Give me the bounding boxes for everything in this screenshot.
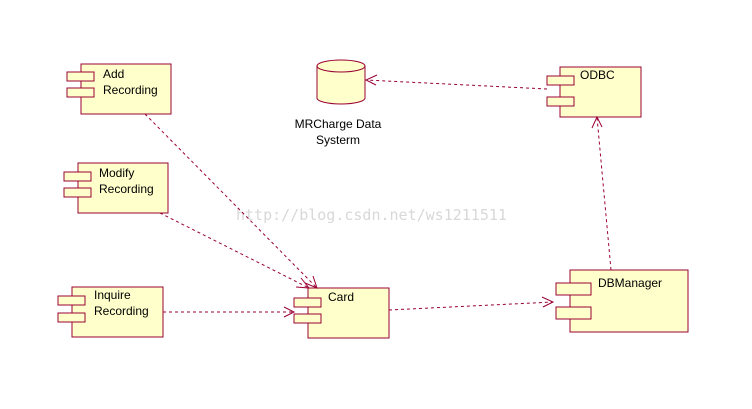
component-tab-bottom <box>66 87 95 98</box>
dependency-arrowhead <box>591 115 603 129</box>
component-body <box>569 269 689 333</box>
component-body <box>307 287 390 339</box>
dependency-add-to-card <box>144 113 318 289</box>
component-tab-bottom <box>293 313 322 324</box>
dependency-modify-to-card <box>159 212 311 289</box>
component-tab-bottom <box>546 96 575 107</box>
component-label: ODBC <box>580 68 615 82</box>
component-label-line2: Recording <box>94 304 149 318</box>
component-tab-top <box>57 295 86 306</box>
dependency-line <box>365 79 548 90</box>
watermark: http://blog.csdn.net/ws1211511 <box>236 206 507 224</box>
dependency-line <box>144 113 318 289</box>
dependency-line <box>159 212 310 289</box>
dependency-line <box>596 116 612 271</box>
dependency-arrowhead <box>295 277 311 289</box>
component-tab-top <box>555 282 592 296</box>
component-inquire-recording[interactable]: Inquire Recording <box>57 286 164 338</box>
component-label: DBManager <box>598 276 662 290</box>
database-label-line1: MRCharge Data <box>295 117 382 131</box>
component-tab-bottom <box>555 306 592 320</box>
dependency-odbc-to-database <box>364 74 548 90</box>
database-cylinder-top <box>316 59 366 73</box>
component-tab-bottom <box>63 187 92 198</box>
component-tab-top <box>546 75 575 86</box>
dependency-line <box>388 301 554 311</box>
database-label-line2: Systerm <box>316 133 360 147</box>
component-tab-bottom <box>57 312 86 323</box>
dependency-inquire-to-card <box>163 306 296 318</box>
component-body <box>559 66 642 118</box>
database-mrcharge[interactable]: MRCharge Data Systerm <box>295 59 382 147</box>
component-body <box>77 162 169 214</box>
component-label-line1: Add <box>103 67 124 81</box>
component-add-recording[interactable]: Add Recording <box>66 63 172 115</box>
component-label-line2: Recording <box>99 182 154 196</box>
component-body <box>71 286 164 338</box>
component-tab-top <box>63 171 92 182</box>
component-modify-recording[interactable]: Modify Recording <box>63 162 169 214</box>
dependency-arrowhead <box>541 296 555 308</box>
database-cylinder-body <box>316 66 366 105</box>
component-card[interactable]: Card <box>293 287 390 339</box>
dependency-card-to-dbmanager <box>388 296 555 311</box>
component-tab-top <box>66 71 95 82</box>
dependency-arrowhead <box>283 306 296 318</box>
component-label-line1: Inquire <box>94 288 131 302</box>
component-odbc[interactable]: ODBC <box>546 66 642 118</box>
component-label-line2: Recording <box>103 83 158 97</box>
dependency-arrowhead <box>364 74 378 86</box>
component-body <box>80 63 172 115</box>
dependency-arrowhead <box>304 275 318 289</box>
component-dbmanager[interactable]: DBManager <box>555 269 689 333</box>
component-tab-top <box>293 297 322 308</box>
component-label-line1: Modify <box>99 166 134 180</box>
dependency-dbmanager-to-odbc <box>591 115 612 271</box>
component-label: Card <box>328 290 354 304</box>
